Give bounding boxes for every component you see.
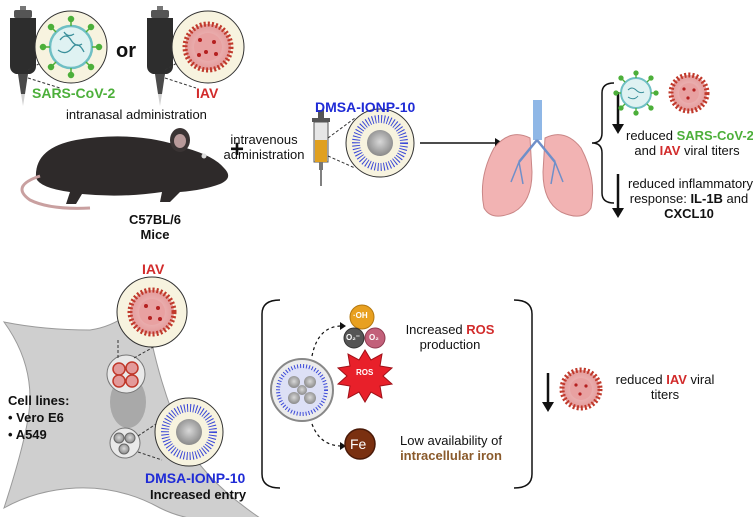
- bottom-result-d: titers: [650, 387, 680, 402]
- syringe-icon: [312, 110, 330, 186]
- sars-cov-2-small-icon: [613, 70, 659, 116]
- intravenous-line1: intravenous: [230, 132, 298, 147]
- cell-line-1-text: Vero E6: [16, 410, 64, 425]
- or-label: or: [116, 40, 136, 62]
- iron-icon: [344, 428, 376, 460]
- fe-label: Fe: [350, 436, 367, 452]
- iron-text-2: intracellular iron: [400, 448, 502, 463]
- o2-label-1: O₂⁻: [346, 333, 360, 342]
- intravenous-line2: administration: [223, 147, 305, 162]
- ros-text-3: production: [419, 337, 481, 352]
- dmsa-bottom-label: DMSA-IONP-10: [145, 470, 246, 486]
- bottom-result-iav: IAV: [666, 372, 687, 387]
- result1-sars: SARS-CoV-2: [676, 128, 753, 143]
- ros-text-1: Increased: [405, 322, 467, 337]
- result1-a: reduced: [626, 128, 677, 143]
- result-inflammatory: reduced inflammatory response: IL-1B and…: [628, 176, 753, 221]
- iav-top-label: IAV: [196, 85, 219, 101]
- iron-text-1: Low availability of: [400, 433, 502, 448]
- pipette-left-icon: [10, 6, 36, 106]
- iav-virus-icon: [171, 10, 245, 84]
- lungs-icon: [481, 100, 594, 217]
- hydroxyl-radical-icon: [349, 304, 375, 330]
- o2-label-2: O₂: [369, 333, 379, 342]
- result1-e: viral titers: [680, 143, 740, 158]
- intranasal-label: intranasal administration: [66, 107, 207, 122]
- sars-cov-2-label: SARS-CoV-2: [32, 85, 116, 101]
- cell-line-1: • Vero E6: [8, 410, 64, 425]
- intravenous-label: intravenous administration: [222, 132, 306, 162]
- iav-bottom-label: IAV: [142, 261, 165, 277]
- bottom-result-c: viral: [686, 372, 715, 387]
- pipette-right-icon: [147, 6, 173, 106]
- np-cluster-icon: [270, 358, 334, 422]
- oh-label: ·OH: [353, 311, 368, 320]
- iav-small-icon: [668, 72, 710, 114]
- bottom-result: reduced IAV viral titers: [606, 372, 724, 402]
- result1-c: and: [634, 143, 660, 158]
- dmsa-top-label: DMSA-IONP-10: [315, 99, 416, 115]
- cell-lines-title: Cell lines:: [8, 393, 70, 408]
- result2-cxcl10: CXCL10: [664, 206, 714, 221]
- bottom-result-a: reduced: [615, 372, 667, 387]
- mice-strain: C57BL/6: [128, 212, 182, 227]
- superoxide-icon-1: [343, 327, 365, 349]
- result2-il1b: IL-1B: [690, 191, 723, 206]
- result-viral-titers: reduced SARS-CoV-2 and IAV viral titers: [626, 128, 753, 158]
- result2-a: reduced inflammatory: [628, 176, 753, 191]
- ros-description: Increased ROS production: [398, 322, 502, 352]
- left-bracket: [261, 299, 281, 489]
- top-brace: [591, 82, 615, 204]
- cell-line-2-text: A549: [15, 427, 47, 442]
- result2-b: response:: [629, 191, 691, 206]
- superoxide-icon-2: [364, 327, 386, 349]
- sars-cov-2-icon: [34, 10, 108, 84]
- mice-label: C57BL/6 Mice: [120, 212, 190, 242]
- result2-d: and: [722, 191, 749, 206]
- iav-zoom-icon: [116, 276, 188, 348]
- plus-sign: +: [230, 136, 245, 163]
- increased-entry-label: Increased entry: [150, 487, 247, 502]
- mouse-icon: [20, 128, 229, 210]
- mice-word: Mice: [140, 227, 170, 242]
- cell-line-2: • A549: [8, 427, 47, 442]
- ros-text-ros: ROS: [466, 322, 495, 337]
- result1-iav: IAV: [659, 143, 681, 158]
- iav-vesicle-icon: [106, 354, 146, 394]
- right-bracket: [513, 299, 533, 489]
- iron-description: Low availability of intracellular iron: [392, 433, 510, 463]
- nanoparticle-cell-icon: [154, 397, 224, 467]
- ros-burst-label: ROS: [356, 368, 374, 377]
- iav-result-icon: [559, 367, 603, 411]
- nanoparticle-top-icon: [345, 108, 415, 178]
- np-vesicle-icon: [109, 427, 141, 459]
- ros-burst-icon: [336, 349, 394, 403]
